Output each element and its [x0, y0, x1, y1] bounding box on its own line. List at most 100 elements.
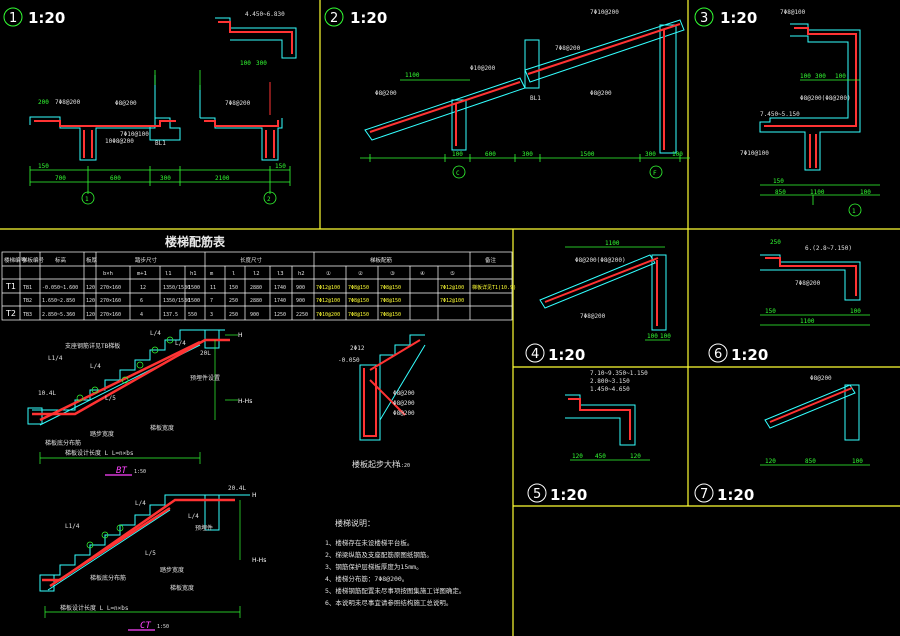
svg-text:Φ8@200: Φ8@200: [393, 390, 415, 397]
svg-text:1100: 1100: [800, 318, 815, 325]
svg-text:7: 7: [700, 487, 708, 502]
svg-text:5、楼梯钢筋配置未尽事项按图集施工详图确定。: 5、楼梯钢筋配置未尽事项按图集施工详图确定。: [325, 586, 465, 595]
ct-stair: L1/4 L/4 L/4 L/5 H H-Hs 梯板底分布筋 踏步宽度 梯板设计…: [39, 485, 266, 631]
svg-text:C: C: [456, 170, 460, 177]
svg-text:150: 150: [38, 163, 49, 170]
svg-text:550: 550: [188, 312, 197, 318]
svg-text:6: 6: [140, 298, 143, 304]
detail-7: 120 850 100 Φ8@200 7 1:20: [694, 375, 870, 504]
svg-text:1: 1: [85, 196, 89, 203]
detail-2-dims: [360, 79, 690, 179]
svg-text:1.450~4.650: 1.450~4.650: [590, 386, 630, 393]
svg-text:700: 700: [55, 175, 66, 182]
svg-text:100: 100: [647, 333, 658, 340]
svg-text:1:20: 1:20: [350, 9, 387, 27]
svg-text:-0.050~1.600: -0.050~1.600: [42, 285, 78, 291]
detail-1-number: 1 1:20: [3, 7, 65, 27]
svg-text:270×160: 270×160: [100, 285, 121, 291]
svg-text:250: 250: [770, 239, 781, 246]
svg-text:1、楼梯存在未设楼梯平台板。: 1、楼梯存在未设楼梯平台板。: [325, 538, 413, 547]
svg-text:踏步宽度: 踏步宽度: [90, 430, 114, 438]
svg-text:2: 2: [330, 11, 338, 26]
svg-text:1:20: 1:20: [717, 486, 754, 504]
svg-text:120: 120: [86, 298, 95, 304]
svg-text:F: F: [653, 170, 657, 177]
svg-text:850: 850: [805, 458, 816, 465]
svg-text:20.4L: 20.4L: [228, 485, 246, 492]
svg-text:-0.050: -0.050: [338, 357, 360, 364]
svg-text:Φ8@200: Φ8@200: [810, 375, 832, 382]
svg-text:Φ8@200(Φ8@200): Φ8@200(Φ8@200): [575, 257, 626, 264]
svg-text:梯板详见T1(10.9): 梯板详见T1(10.9): [472, 284, 516, 291]
svg-text:450: 450: [595, 453, 606, 460]
svg-text:850: 850: [775, 189, 786, 196]
svg-text:7: 7: [210, 298, 213, 304]
svg-text:Φ8@200: Φ8@200: [393, 400, 415, 407]
svg-text:270×160: 270×160: [100, 298, 121, 304]
svg-text:2880: 2880: [250, 298, 262, 304]
schedule-rows: T1 TB1 -0.050~1.600 120 270×160 12 1350/…: [5, 282, 516, 318]
svg-text:100: 100: [850, 308, 861, 315]
svg-text:120: 120: [86, 285, 95, 291]
svg-text:7Φ8@200: 7Φ8@200: [795, 280, 821, 287]
detail-6-number: 6 1:20: [708, 343, 768, 364]
svg-text:7Φ8@150: 7Φ8@150: [380, 312, 401, 318]
svg-text:1:20: 1:20: [550, 486, 587, 504]
svg-text:100: 100: [852, 458, 863, 465]
svg-text:12: 12: [140, 285, 146, 291]
svg-text:1350/1530: 1350/1530: [163, 285, 190, 291]
detail-1-dims: [29, 70, 291, 205]
svg-text:TB1: TB1: [23, 285, 32, 291]
svg-text:L/5: L/5: [145, 550, 156, 557]
svg-text:4.450~6.830: 4.450~6.830: [245, 11, 285, 18]
detail-2-concrete: [364, 19, 685, 154]
svg-text:7Φ12@100: 7Φ12@100: [316, 298, 340, 304]
svg-text:1250: 1250: [274, 312, 286, 318]
bt-stair: L1/4 L/4 L/5 L/4 L/4 H H-Hs 梯板底分布筋 踏步宽度 …: [27, 329, 252, 476]
svg-text:Φ8@200: Φ8@200: [393, 410, 415, 417]
svg-text:7Φ8@150: 7Φ8@150: [348, 298, 369, 304]
svg-text:7Φ12@100: 7Φ12@100: [440, 285, 464, 291]
svg-text:7Φ8@200: 7Φ8@200: [225, 100, 251, 107]
svg-text:l: l: [232, 271, 235, 277]
notes-title: 楼梯说明：: [335, 518, 375, 528]
svg-text:Φ10@200: Φ10@200: [470, 65, 496, 72]
svg-text:1.650~2.850: 1.650~2.850: [42, 298, 75, 304]
svg-text:Φ8@200(Φ8@200): Φ8@200(Φ8@200): [800, 95, 851, 102]
svg-text:1500: 1500: [188, 298, 200, 304]
svg-text:H-Hs: H-Hs: [252, 557, 266, 564]
svg-text:1:20: 1:20: [398, 463, 410, 469]
svg-text:1:50: 1:50: [157, 624, 169, 630]
svg-text:m: m: [210, 271, 214, 277]
svg-text:1:50: 1:50: [134, 469, 146, 475]
svg-text:900: 900: [296, 285, 305, 291]
svg-text:4、楼梯分布筋：7Φ8@200。: 4、楼梯分布筋：7Φ8@200。: [325, 574, 408, 583]
svg-text:250: 250: [229, 298, 238, 304]
detail-4-number: 4 1:20: [525, 343, 585, 364]
svg-text:250: 250: [229, 312, 238, 318]
sample-title: 楼板起步大样: [352, 459, 400, 469]
svg-text:7Φ8@150: 7Φ8@150: [380, 298, 401, 304]
svg-text:3: 3: [700, 11, 708, 26]
schedule-title: 楼梯配筋表: [165, 234, 226, 249]
table-row: T1 TB1 -0.050~1.600 120 270×160 12 1350/…: [5, 282, 516, 291]
svg-text:120: 120: [765, 458, 776, 465]
svg-text:7Φ8@100: 7Φ8@100: [780, 9, 806, 16]
svg-text:梯板编号: 梯板编号: [22, 256, 45, 264]
svg-text:600: 600: [110, 175, 121, 182]
svg-text:预埋件设置: 预埋件设置: [190, 374, 220, 382]
svg-text:6、本说明未尽事宜请参照结构施工总说明。: 6、本说明未尽事宜请参照结构施工总说明。: [325, 598, 452, 607]
svg-text:7Φ12@100: 7Φ12@100: [316, 285, 340, 291]
svg-text:3、钢筋保护层梯板厚度为15mm。: 3、钢筋保护层梯板厚度为15mm。: [325, 562, 423, 571]
svg-text:H: H: [238, 332, 243, 339]
svg-text:1:20: 1:20: [731, 346, 768, 364]
bt-label: BT: [116, 466, 127, 476]
svg-text:l1: l1: [165, 271, 172, 277]
svg-text:L1/4: L1/4: [65, 523, 80, 530]
svg-text:L/4: L/4: [135, 500, 146, 507]
svg-text:1: 1: [852, 208, 856, 215]
svg-text:7Φ8@150: 7Φ8@150: [348, 285, 369, 291]
svg-text:BL1: BL1: [530, 95, 541, 102]
detail-2: 2 1:20 1100 100 600: [324, 7, 690, 179]
